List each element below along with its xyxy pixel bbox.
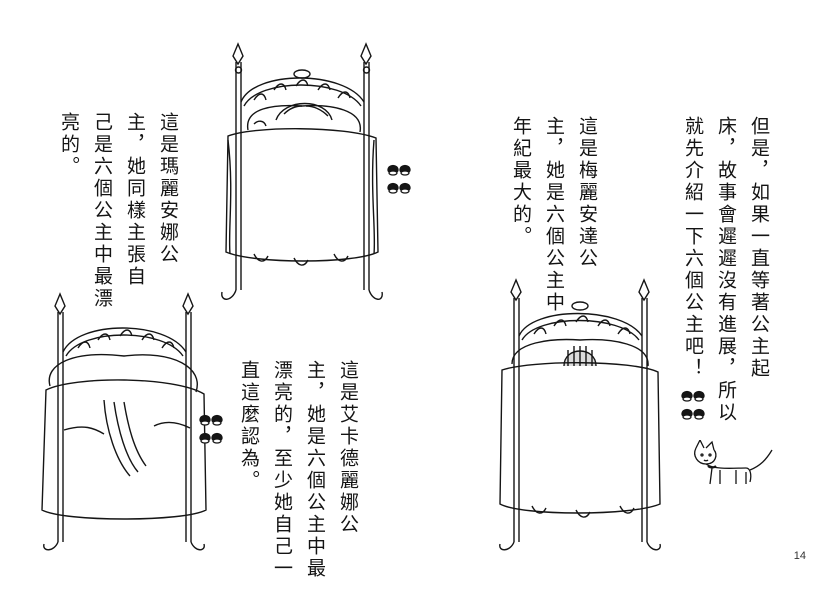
page-number: 14: [793, 550, 806, 562]
marianna-caption: 這是瑪麗安娜公 主，她同樣主張自 己是六個公主中最漂 亮的。: [58, 112, 179, 310]
slippers-icon: [386, 162, 412, 202]
slippers-icon: [198, 412, 224, 452]
slippers-icon: [680, 388, 706, 428]
bed-illustration-bottom-left: [34, 290, 210, 552]
bed-illustration-right: [492, 276, 668, 554]
ekaterina-caption: 這是艾卡德麗娜公 主，她是六個公主中最 漂亮的，至少她自己一 直這麼認為。: [238, 360, 359, 580]
bed-illustration-top-left: [214, 40, 384, 302]
cat-illustration: [690, 440, 776, 490]
meliandra-caption: 這是梅麗安達公 主，她是六個公主中 年紀最大的。: [510, 116, 598, 314]
intro-paragraph: 但是，如果一直等著公主起 床，故事會遲遲沒有進展，所以 就先介紹一下六個公主吧！: [682, 116, 770, 424]
